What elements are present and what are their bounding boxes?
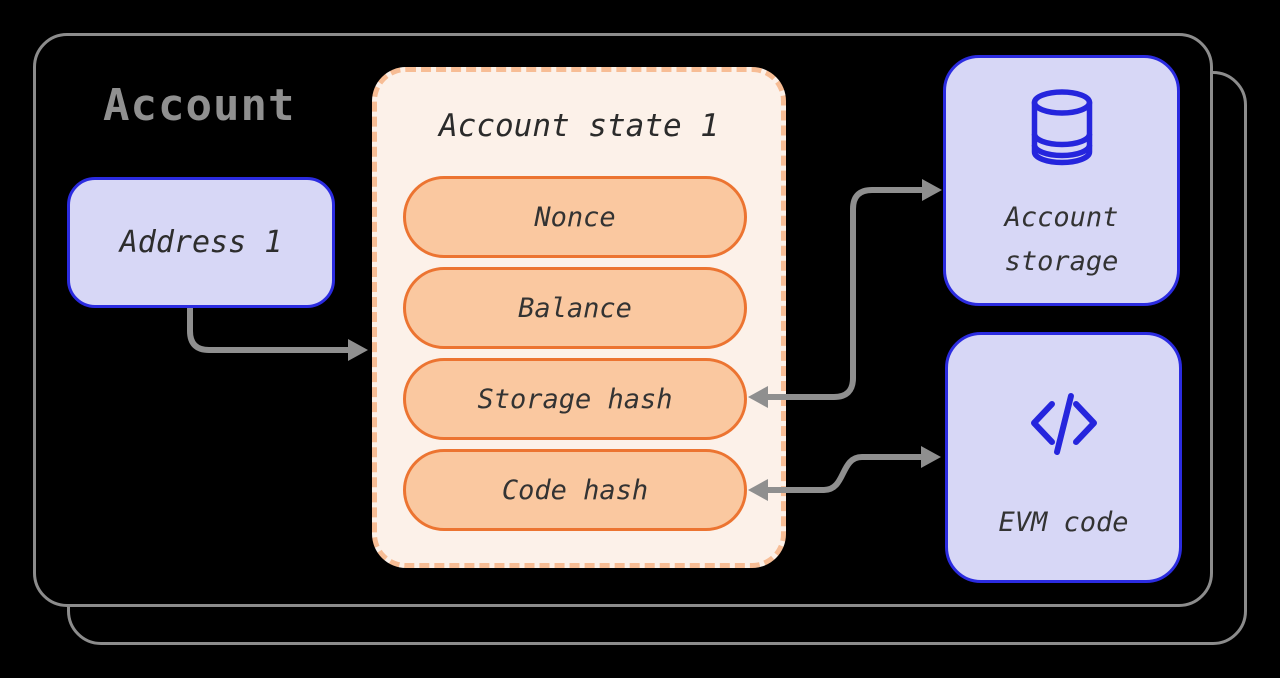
account-state-title: Account state 1 bbox=[439, 108, 719, 144]
nonce-label: Nonce bbox=[534, 201, 616, 233]
address-box: Address 1 bbox=[67, 177, 335, 308]
account-state-box: Account state 1 Nonce Balance Storage ha… bbox=[372, 67, 786, 568]
account-storage-label: Account storage bbox=[946, 196, 1177, 284]
diagram-title: Account bbox=[103, 80, 296, 131]
evm-code-box: EVM code bbox=[945, 332, 1182, 583]
code-hash-pill: Code hash bbox=[403, 449, 747, 531]
account-storage-label-line1: Account bbox=[1004, 202, 1119, 233]
code-hash-label: Code hash bbox=[501, 474, 649, 506]
balance-label: Balance bbox=[518, 292, 632, 324]
account-storage-label-line2: storage bbox=[1004, 246, 1119, 277]
code-icon bbox=[948, 392, 1179, 456]
evm-code-label: EVM code bbox=[998, 507, 1129, 538]
storage-hash-label: Storage hash bbox=[477, 383, 673, 415]
database-icon bbox=[946, 89, 1177, 167]
nonce-pill: Nonce bbox=[403, 176, 747, 258]
account-storage-box: Account storage bbox=[943, 55, 1180, 306]
balance-pill: Balance bbox=[403, 267, 747, 349]
address-label: Address 1 bbox=[119, 225, 283, 260]
storage-hash-pill: Storage hash bbox=[403, 358, 747, 440]
